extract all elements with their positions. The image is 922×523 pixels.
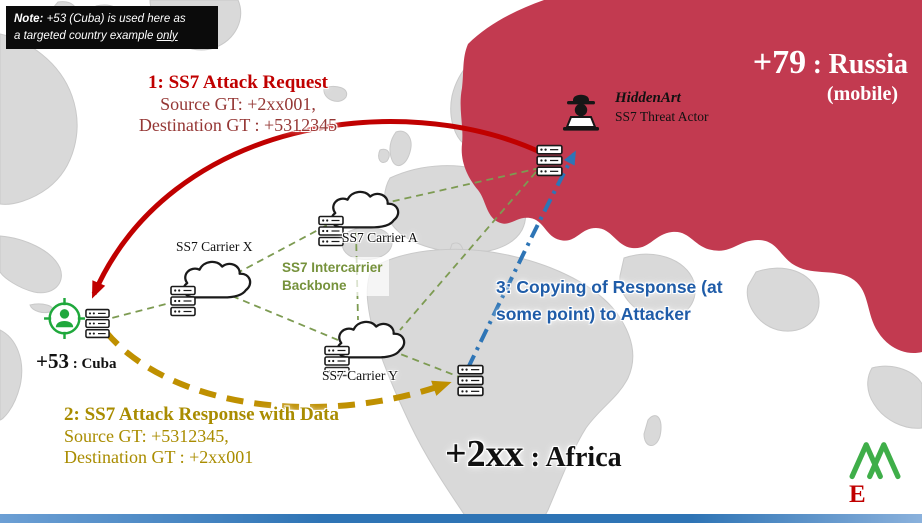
backbone-line-2: Backbone xyxy=(282,277,347,293)
note-text-2: a targeted country example xyxy=(14,29,157,42)
server-icon xyxy=(457,364,484,397)
note-box: Note: +53 (Cuba) is used here as a targe… xyxy=(6,6,218,50)
step1-label: 1: SS7 Attack Request Source GT: +2xx001… xyxy=(88,72,388,136)
russia-name: Russia xyxy=(828,49,908,80)
note-text-1: +53 (Cuba) is used here as xyxy=(43,13,186,25)
step3-line-1: 3: Copying of Response (at xyxy=(496,277,723,297)
carrier-y-node xyxy=(324,316,408,377)
russia-code-row: +79 : Russia xyxy=(753,44,908,82)
africa-code: +2xx xyxy=(445,433,524,475)
africa-separator: : xyxy=(523,442,546,473)
bottom-accent-bar xyxy=(0,514,922,523)
target-person-icon xyxy=(44,298,85,339)
step2-title: 2: SS7 Attack Response with Data xyxy=(64,404,339,425)
brand-logo: E xyxy=(846,436,910,507)
threat-actor: HiddenArt SS7 Threat Actor xyxy=(556,90,709,136)
server-icon xyxy=(536,144,563,177)
step2-source-gt: Source GT: +5312345, xyxy=(64,426,229,446)
server-icon xyxy=(170,285,196,317)
carrier-a-label: SS7 Carrier A xyxy=(342,230,418,245)
note-line-2: a targeted country example only xyxy=(14,28,210,45)
server-icon xyxy=(318,215,344,247)
actor-name: HiddenArt xyxy=(615,90,681,106)
step1-destination-gt: Destination GT : +5312345 xyxy=(138,115,338,135)
brand-letter: E xyxy=(849,481,866,508)
step2-label: 2: SS7 Attack Response with Data Source … xyxy=(64,404,339,468)
russia-region xyxy=(460,0,922,354)
africa-gateway-node xyxy=(457,364,484,397)
step3-label: 3: Copying of Response (at some point) t… xyxy=(496,274,766,328)
carrier-y-label: SS7 Carrier Y xyxy=(322,368,398,383)
note-label: Note: xyxy=(14,13,44,25)
hacker-icon xyxy=(563,94,599,131)
africa-name: Africa xyxy=(545,442,622,473)
backbone-line-1: SS7 Intercarrier xyxy=(282,260,383,275)
target-subscriber-node xyxy=(43,297,86,340)
note-emphasis: only xyxy=(156,29,178,42)
step2-destination-gt: Destination GT : +2xx001 xyxy=(64,447,254,467)
actor-role: SS7 Threat Actor xyxy=(615,109,709,124)
logo-mountains-icon xyxy=(849,442,901,480)
server-icon xyxy=(85,308,110,339)
step1-source-gt: Source GT: +2xx001, xyxy=(160,94,316,114)
cuba-gateway-node xyxy=(85,308,110,339)
russia-code: +79 xyxy=(752,44,807,81)
note-line-1: Note: +53 (Cuba) is used here as xyxy=(14,11,210,28)
cuba-name: Cuba xyxy=(81,356,117,372)
actor-text: HiddenArt SS7 Threat Actor xyxy=(615,90,709,125)
cuba-code: +53 xyxy=(36,349,69,373)
russia-separator: : xyxy=(806,49,829,79)
cuba-separator: : xyxy=(68,356,82,372)
step3-line-2: some point) to Attacker xyxy=(496,304,691,325)
step1-title: 1: SS7 Attack Request xyxy=(148,72,328,93)
russia-gateway-node xyxy=(536,144,563,177)
carrier-x-node xyxy=(170,256,254,317)
carrier-x-label: SS7 Carrier X xyxy=(176,239,253,254)
russia-qualifier: (mobile) xyxy=(826,83,898,105)
intercarrier-backbone-label: SS7 Intercarrier Backbone xyxy=(276,257,389,297)
cuba-label: +53 : Cuba xyxy=(36,349,117,374)
russia-label: +79 : Russia (mobile) xyxy=(753,44,908,106)
africa-label: +2xx : Africa xyxy=(445,432,622,476)
